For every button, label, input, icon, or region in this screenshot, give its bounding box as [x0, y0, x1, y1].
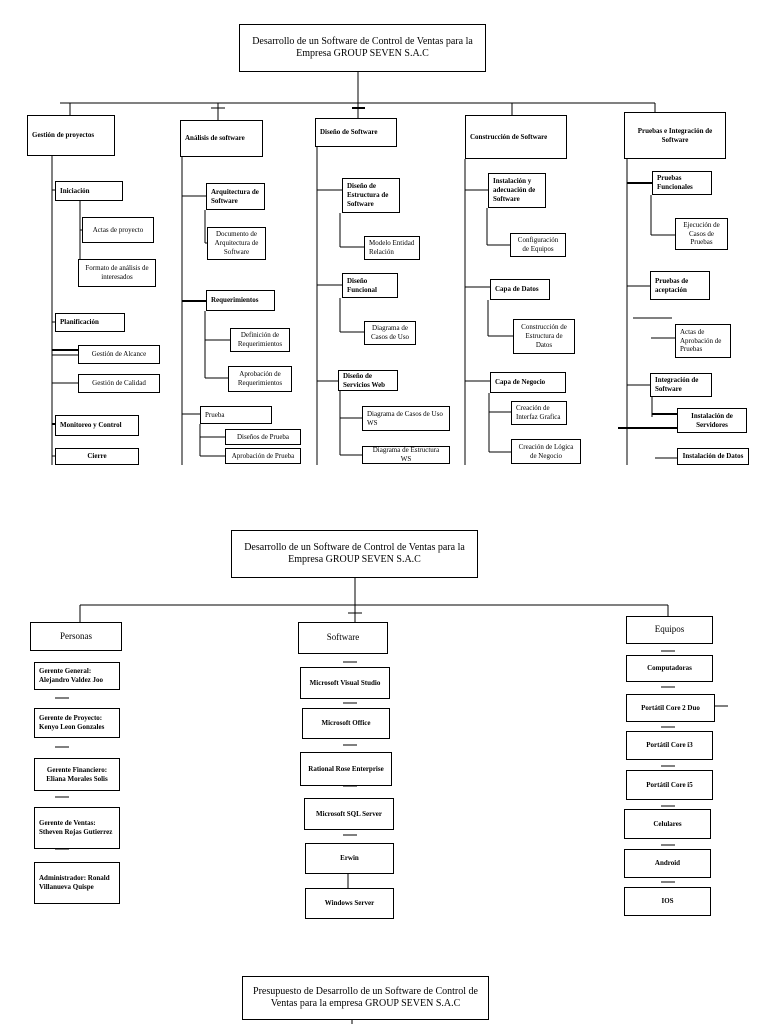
equipo-item: Portátil Core i5	[626, 770, 713, 800]
wbs-item: Instalación y adecuación de Software	[488, 173, 546, 208]
personas-header: Personas	[30, 622, 122, 651]
wbs-item: Creación de Lógica de Negocio	[511, 439, 581, 464]
wbs-item: Planificación	[55, 313, 125, 332]
wbs-title: Desarrollo de un Software de Control de …	[252, 35, 473, 60]
wbs-col-diseno: Diseño de Software	[315, 118, 397, 147]
wbs-item: Pruebas de aceptación	[650, 271, 710, 300]
wbs-item: Instalación de Servidores	[677, 408, 747, 433]
equipo-item: Celulares	[624, 809, 711, 839]
wbs-item: Construcción de Estructura de Datos	[513, 319, 575, 354]
equipo-item: Portátil Core i3	[626, 731, 713, 760]
equipo-item: Computadoras	[626, 655, 713, 682]
equipos-header: Equipos	[626, 616, 713, 644]
software-item: Rational Rose Enterprise	[300, 752, 392, 786]
wbs-item: Configuración de Equipos	[510, 233, 566, 257]
wbs-col-gestion: Gestión de proyectos	[27, 115, 115, 156]
wbs-item: Diagrama de Casos de Uso WS	[362, 406, 450, 431]
wbs-item: Creación de Interfaz Grafica	[511, 401, 567, 425]
resources-title-box: Desarrollo de un Software de Control de …	[231, 530, 478, 578]
wbs-item: Definición de Requerimientos	[230, 328, 290, 352]
wbs-item: Capa de Datos	[490, 279, 550, 300]
resources-title: Desarrollo de un Software de Control de …	[244, 541, 465, 566]
wbs-item: Ejecución de Casos de Pruebas	[675, 218, 728, 250]
wbs-item: Diagrama de Estructura WS	[362, 446, 450, 464]
software-item: Windows Server	[305, 888, 394, 919]
wbs-item: Diseños de Prueba	[225, 429, 301, 445]
persona-item: Gerente Financiero: Eliana Morales Solis	[34, 758, 120, 791]
equipo-item: Portátil Core 2 Duo	[626, 694, 715, 722]
wbs-item: Diseño de Estructura de Software	[342, 178, 400, 213]
wbs-item: Pruebas Funcionales	[652, 171, 712, 195]
wbs-title-box: Desarrollo de un Software de Control de …	[239, 24, 486, 72]
budget-title: Presupuesto de Desarrollo de un Software…	[253, 985, 478, 1010]
budget-title-box: Presupuesto de Desarrollo de un Software…	[242, 976, 489, 1020]
wbs-item: Diseño de Servicios Web	[338, 370, 398, 391]
wbs-item: Documento de Arquitectura de Software	[207, 227, 266, 260]
wbs-item: Diseño Funcional	[342, 273, 398, 298]
wbs-item: Iniciación	[55, 181, 123, 201]
wbs-item: Arquitectura de Software	[206, 183, 265, 210]
software-header: Software	[298, 622, 388, 654]
wbs-item: Modelo Entidad Relación	[364, 236, 420, 260]
wbs-item: Diagrama de Casos de Uso	[364, 321, 416, 345]
wbs-item: Gestión de Calidad	[78, 374, 160, 393]
wbs-item: Integración de Software	[650, 373, 712, 397]
wbs-item: Gestión de Alcance	[78, 345, 160, 364]
wbs-col-analisis: Análisis de software	[180, 120, 263, 157]
wbs-item: Formato de análisis de interesados	[78, 259, 156, 287]
persona-item: Gerente de Ventas: Stheven Rojas Gutierr…	[34, 807, 120, 849]
wbs-item: Aprobación de Requerimientos	[228, 366, 292, 392]
software-item: Microsoft Visual Studio	[300, 667, 390, 699]
equipo-item: IOS	[624, 887, 711, 916]
wbs-item: Instalación de Datos	[677, 448, 749, 465]
wbs-item: Actas de proyecto	[82, 217, 154, 243]
wbs-col-pruebas: Pruebas e Integración de Software	[624, 112, 726, 159]
wbs-item: Prueba	[200, 406, 272, 424]
wbs-col-construccion: Construcción de Software	[465, 115, 567, 159]
wbs-item: Capa de Negocio	[490, 372, 566, 393]
wbs-item: Cierre	[55, 448, 139, 465]
wbs-item: Aprobación de Prueba	[225, 448, 301, 464]
persona-item: Administrador: Ronald Villanueva Quispe	[34, 862, 120, 904]
wbs-item: Actas de Aprobación de Pruebas	[675, 324, 731, 358]
software-item: Microsoft SQL Server	[304, 798, 394, 830]
software-item: Microsoft Office	[302, 708, 390, 739]
equipo-item: Android	[624, 849, 711, 878]
wbs-item: Requerimientos	[206, 290, 275, 311]
persona-item: Gerente General: Alejandro Valdez Joo	[34, 662, 120, 690]
wbs-item: Monitoreo y Control	[55, 415, 139, 436]
persona-item: Gerente de Proyecto: Kenyo Leon Gonzales	[34, 708, 120, 738]
software-item: Erwin	[305, 843, 394, 874]
